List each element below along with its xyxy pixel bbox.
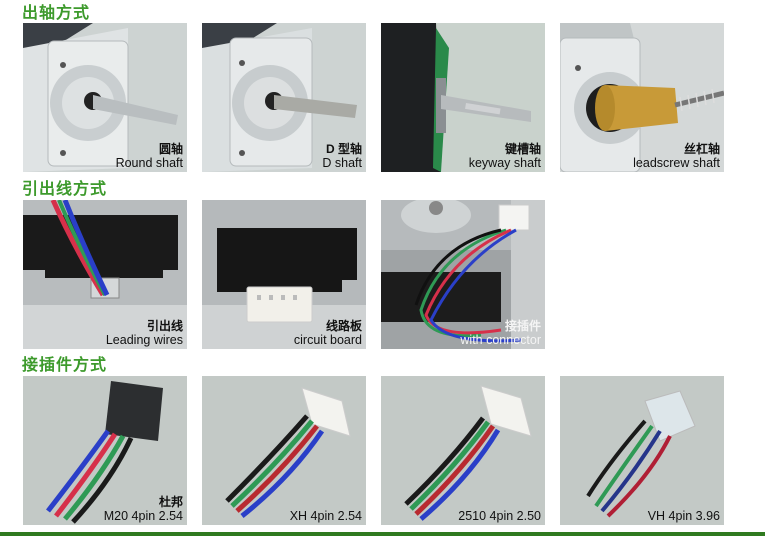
round-shaft-motor-icon: [23, 23, 187, 172]
panel-leadscrew-shaft: 丝杠轴 leadscrew shaft: [560, 23, 724, 172]
caption-zh: 杜邦: [158, 495, 183, 509]
caption-en: with connector: [460, 333, 541, 347]
caption: 2510 4pin 2.50: [458, 509, 541, 523]
dupont-connector-icon: [23, 376, 187, 525]
caption-en: leadscrew shaft: [633, 156, 720, 170]
caption-en: keyway shaft: [468, 156, 541, 170]
caption: 丝杠轴 leadscrew shaft: [633, 142, 720, 170]
caption: 键槽轴 keyway shaft: [469, 142, 541, 170]
xh-connector-icon: [202, 376, 366, 525]
panel-circuit-board: 线路板 circuit board: [202, 200, 366, 349]
caption: D 型轴 D shaft: [322, 142, 362, 170]
bottom-bar: [0, 532, 765, 536]
caption: 接插件 with connector: [460, 319, 541, 347]
keyway-shaft-motor-icon: [381, 23, 545, 172]
panel-keyway-shaft: 键槽轴 keyway shaft: [381, 23, 545, 172]
caption: XH 4pin 2.54: [290, 509, 362, 523]
panel-dupont-m20: 杜邦 M20 4pin 2.54: [23, 376, 187, 525]
caption-zh: 线路板: [325, 319, 362, 333]
caption-en: M20 4pin 2.54: [103, 509, 183, 523]
caption-en: 2510 4pin 2.50: [458, 509, 541, 523]
panel-d-shaft: D 型轴 D shaft: [202, 23, 366, 172]
caption-en: XH 4pin 2.54: [289, 509, 362, 523]
caption-en: circuit board: [293, 333, 362, 347]
leading-wires-motor-icon: [23, 200, 187, 349]
caption: 杜邦 M20 4pin 2.54: [104, 495, 183, 523]
panel-vh: VH 4pin 3.96: [560, 376, 724, 525]
caption: VH 4pin 3.96: [648, 509, 720, 523]
d-shaft-motor-icon: [202, 23, 366, 172]
caption-zh: 接插件: [504, 319, 541, 333]
caption-en: Leading wires: [105, 333, 183, 347]
section-title-lead-type: 引出线方式: [22, 179, 108, 198]
caption-en: VH 4pin 3.96: [647, 509, 720, 523]
2510-connector-icon: [381, 376, 545, 525]
caption: 圆轴 Round shaft: [116, 142, 183, 170]
vh-connector-icon: [560, 376, 724, 525]
panel-round-shaft: 圆轴 Round shaft: [23, 23, 187, 172]
panel-leading-wires: 引出线 Leading wires: [23, 200, 187, 349]
caption-zh: 引出线: [146, 319, 183, 333]
panel-xh: XH 4pin 2.54: [202, 376, 366, 525]
caption-zh: 丝杠轴: [683, 142, 720, 156]
caption-zh: D 型轴: [325, 142, 362, 156]
panel-2510: 2510 4pin 2.50: [381, 376, 545, 525]
caption-zh: 键槽轴: [504, 142, 541, 156]
leadscrew-shaft-motor-icon: [560, 23, 724, 172]
panel-with-connector: 接插件 with connector: [381, 200, 545, 349]
caption-en: Round shaft: [115, 156, 183, 170]
section-title-shaft-type: 出轴方式: [22, 3, 91, 22]
section-title-connector-type: 接插件方式: [22, 355, 108, 374]
caption: 引出线 Leading wires: [106, 319, 183, 347]
caption-en: D shaft: [322, 156, 362, 170]
caption: 线路板 circuit board: [294, 319, 362, 347]
connector-motor-icon: [381, 200, 545, 349]
circuit-board-connector-icon: [202, 200, 366, 349]
caption-zh: 圆轴: [158, 142, 183, 156]
